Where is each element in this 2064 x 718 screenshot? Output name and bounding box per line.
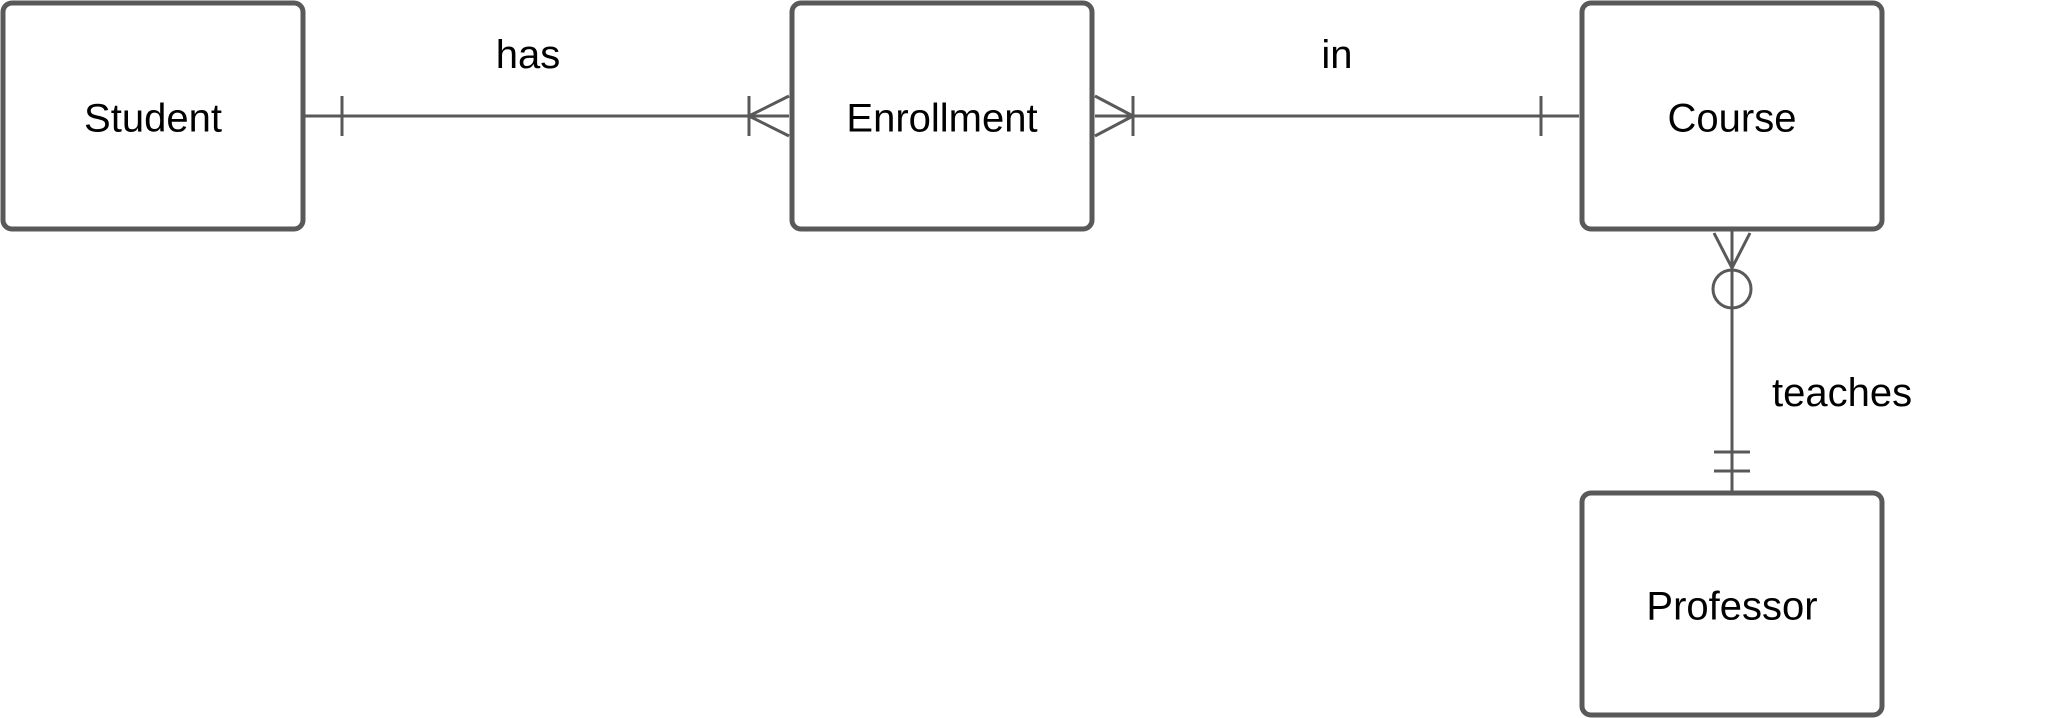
entity-course-box: [1579, 0, 1885, 232]
entity-professor-box: [1579, 490, 1885, 718]
has-crowfoot-lower: [748, 114, 790, 138]
entity-student-box: [0, 0, 306, 232]
entity-course[interactable]: Course: [1579, 0, 1885, 232]
teaches-zero-circle: [1711, 268, 1753, 310]
relationship-label-teaches: teaches: [1772, 371, 1912, 415]
entity-enrollment-label: Enrollment: [846, 97, 1037, 141]
has-crowfoot-upper: [748, 94, 790, 118]
relationship-label-has: has: [496, 33, 561, 77]
entity-enrollment-box: [789, 0, 1095, 232]
relationship-label-in: in: [1321, 33, 1352, 77]
entity-course-label: Course: [1668, 97, 1797, 141]
in-crowfoot-upper: [1094, 94, 1134, 118]
entity-enrollment[interactable]: Enrollment: [789, 0, 1095, 232]
entity-student[interactable]: Student: [0, 0, 306, 232]
teaches-crowfoot-right: [1730, 232, 1752, 269]
in-crowfoot-lower: [1094, 114, 1134, 138]
relationship-has: has: [305, 33, 790, 138]
relationship-teaches: teaches: [1711, 231, 1912, 491]
entity-professor[interactable]: Professor: [1579, 490, 1885, 718]
entity-student-label: Student: [84, 97, 222, 141]
entity-professor-label: Professor: [1646, 585, 1817, 629]
relationship-in: in: [1094, 33, 1579, 138]
teaches-crowfoot-left: [1712, 232, 1734, 269]
